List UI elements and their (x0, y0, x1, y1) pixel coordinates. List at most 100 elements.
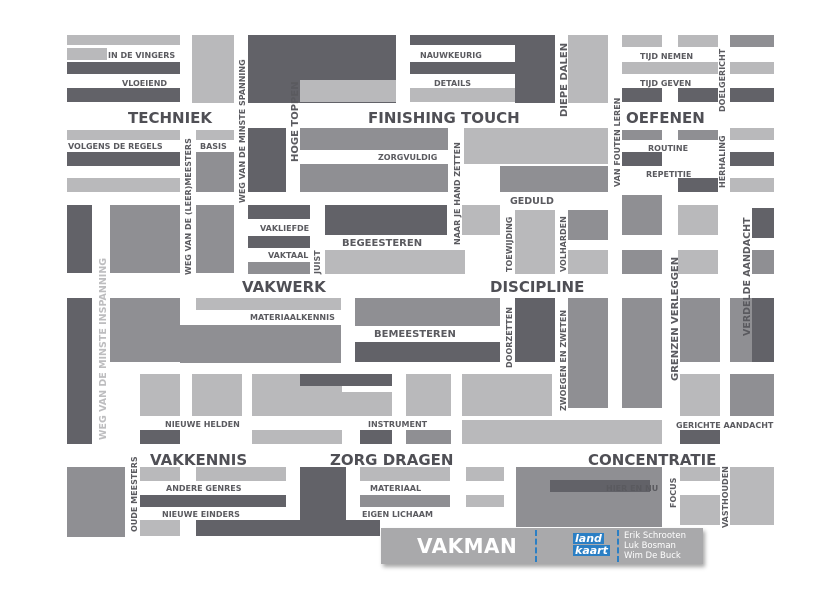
street-label: WEG VAN DE MINSTE SPANNING (238, 59, 247, 203)
street-label: TIJD GEVEN (640, 79, 691, 88)
block (140, 374, 180, 416)
block (67, 467, 125, 537)
block (67, 62, 180, 74)
block (678, 88, 718, 102)
street-label: ROUTINE (648, 144, 688, 153)
block (410, 88, 515, 102)
street-label: VAKLIEFDE (260, 224, 309, 233)
block (248, 262, 310, 274)
street-label: BEGEESTEREN (342, 238, 422, 249)
block (730, 374, 774, 416)
street-label: WEG VAN DE MINSTE INSPANNING (98, 258, 109, 440)
author-name: Erik Schrooten (624, 531, 686, 541)
block (680, 374, 720, 416)
block (67, 178, 180, 192)
block (196, 205, 234, 273)
block (67, 152, 180, 166)
block (196, 467, 286, 481)
street-label: VLOEIEND (122, 79, 167, 88)
block (622, 152, 662, 166)
street-label: TOEWIJDING (505, 217, 514, 272)
block (355, 342, 500, 362)
street-label: HIER EN NU (606, 484, 658, 493)
street-label: MATERIAAL (370, 484, 421, 493)
block (515, 35, 555, 103)
district-techniek: TECHNIEK (128, 109, 213, 127)
block (360, 495, 450, 507)
block (196, 298, 341, 310)
block (622, 88, 662, 102)
block (196, 130, 234, 140)
street-label: VAKTAAL (268, 251, 308, 260)
block (462, 205, 500, 235)
block (680, 467, 720, 481)
street-label: IN DE VINGERS (108, 51, 175, 60)
street-label: HOGE TOPPEN (290, 81, 301, 162)
block (406, 430, 451, 444)
street-label: GEDULD (510, 196, 554, 207)
block (192, 374, 242, 416)
block (568, 210, 608, 240)
street-label: VOLGENS DE REGELS (68, 142, 163, 151)
block (406, 374, 451, 416)
block (300, 164, 448, 192)
block (355, 298, 500, 326)
block (516, 467, 662, 527)
street-label: NIEUWE HELDEN (165, 420, 240, 429)
street-label: WEG VAN DE (LEER)MEESTERS (184, 138, 193, 275)
block (730, 128, 774, 140)
street-label: DIEPE DALEN (559, 43, 570, 117)
block (752, 208, 774, 238)
block (730, 178, 774, 192)
block (325, 205, 447, 235)
street-label: DOORZETTEN (505, 307, 514, 368)
block (730, 35, 774, 47)
block (466, 495, 504, 507)
block (110, 205, 180, 273)
block (680, 430, 720, 444)
block (752, 298, 774, 362)
street-label: NIEUWE EINDERS (162, 510, 240, 519)
street-label: EIGEN LICHAAM (362, 510, 433, 519)
legend-box: VAKMAN land kaart Erik Schrooten Luk Bos… (381, 528, 703, 564)
block (466, 467, 504, 481)
block (730, 88, 774, 102)
block (678, 178, 718, 192)
block (248, 205, 310, 219)
block (680, 495, 720, 525)
block (462, 374, 552, 416)
block (110, 298, 180, 362)
street-label: NAAR JE HAND ZETTEN (453, 142, 462, 245)
block (550, 480, 650, 492)
block (622, 35, 662, 47)
block (67, 35, 180, 45)
district-discipline: DISCIPLINE (490, 278, 584, 296)
district-finishing-touch: FINISHING TOUCH (368, 109, 520, 127)
block (410, 35, 515, 45)
block (325, 250, 465, 274)
block (67, 298, 92, 444)
street-label: DETAILS (434, 79, 471, 88)
street-label: TIJD NEMEN (640, 52, 693, 61)
district-oefenen: OEFENEN (626, 109, 705, 127)
block (622, 62, 718, 74)
block (622, 195, 662, 235)
author-name: Luk Bosman (624, 541, 676, 551)
block (300, 80, 396, 102)
street-label: GRENZEN VERLEGGEN (670, 257, 681, 381)
block (180, 325, 341, 363)
street-label: ZWOEGEN EN ZWETEN (559, 310, 568, 411)
street-label: DOELGERICHT (718, 48, 727, 112)
block (730, 62, 774, 74)
block (196, 152, 234, 192)
block (67, 205, 92, 273)
block (622, 298, 662, 408)
landkaart-logo: land (573, 532, 604, 545)
legend-separator (535, 530, 537, 562)
street-label: BASIS (200, 142, 227, 151)
block (140, 467, 180, 481)
block (462, 420, 662, 444)
street-label: GERICHTE AANDACHT (676, 421, 774, 430)
street-label: HERHALING (718, 135, 727, 188)
block (192, 35, 234, 103)
